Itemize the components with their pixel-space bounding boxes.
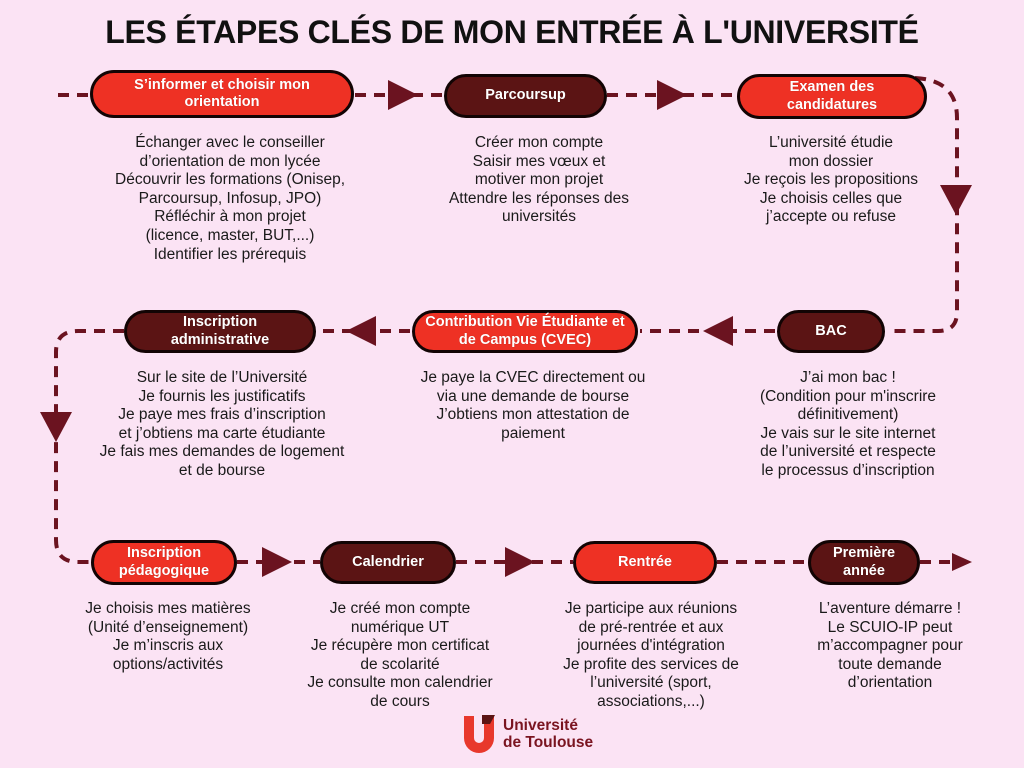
step-pill-premiere-annee[interactable]: Première année [808,540,920,585]
step-description-bac: J’ai mon bac ! (Condition pour m'inscrir… [759,369,937,479]
arrow-bac-cvec [703,316,733,346]
step-description-premiere-annee: L’aventure démarre ! Le SCUIO-IP peut m’… [817,600,963,692]
logo-wordmark: Université de Toulouse [503,716,594,751]
page-title: LES ÉTAPES CLÉS DE MON ENTRÉE À L'UNIVER… [105,14,919,50]
step-description-calendrier: Je créé mon compte numérique UT Je récup… [307,600,493,710]
step-pill-calendrier[interactable]: Calendrier [320,541,456,584]
arrow-calendrier-rentree [505,547,535,577]
university-logo: Université de Toulouse [462,714,593,754]
step-pill-examen-candidatures[interactable]: Examen des candidatures [737,74,927,119]
step-description-s-informer: Échanger avec le conseiller d’orientatio… [115,134,345,263]
arrow-exit [952,553,972,571]
step-pill-inscription-pedagogique[interactable]: Inscription pédagogique [91,540,237,585]
step-description-cvec: Je paye la CVEC directement ou via une d… [420,369,646,442]
logo-u-mark [462,714,496,754]
step-description-rentree: Je participe aux réunions de pré-rentrée… [563,600,739,710]
arrow-down-right [940,185,972,215]
step-description-examen-candidatures: L’université étudie mon dossier Je reçoi… [743,134,919,226]
arrow-cvec-inscadm [346,316,376,346]
step-pill-inscription-administrative[interactable]: Inscription administrative [124,310,316,353]
wire-inscadm-inscped [54,329,124,564]
arrow-2-3 [657,80,687,110]
step-pill-bac[interactable]: BAC [777,310,885,353]
step-pill-parcoursup[interactable]: Parcoursup [444,74,607,118]
step-description-parcoursup: Créer mon compte Saisir mes vœux et moti… [448,134,630,226]
arrow-inscped-calendrier [262,547,292,577]
step-description-inscription-administrative: Sur le site de l’Université Je fournis l… [99,369,345,479]
step-pill-rentree[interactable]: Rentrée [573,541,717,584]
flow-arrowheads [40,80,972,577]
step-description-inscription-pedagogique: Je choisis mes matières (Unité d’enseign… [85,600,251,673]
arrow-1-2 [388,80,418,110]
step-pill-s-informer[interactable]: S’informer et choisir mon orientation [90,70,354,118]
arrow-down-left [40,412,72,442]
step-pill-cvec[interactable]: Contribution Vie Étudiante et de Campus … [412,310,638,353]
wire-3-bac [888,76,959,333]
